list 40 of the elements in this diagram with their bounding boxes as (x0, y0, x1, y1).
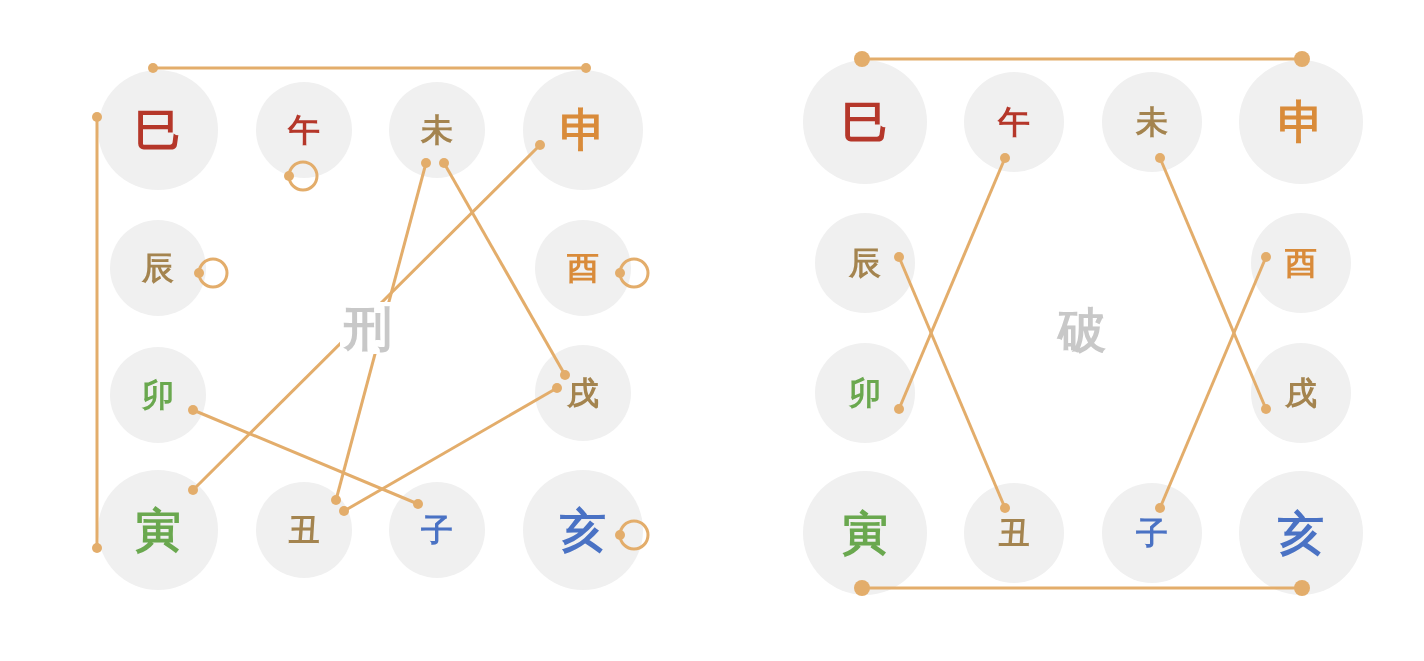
branch-character: 丑 (998, 517, 1030, 549)
branch-character: 未 (421, 114, 453, 146)
branch-character: 午 (288, 114, 320, 146)
connector-line (1155, 252, 1271, 513)
branch-character: 亥 (560, 507, 606, 553)
branch-character: 未 (1136, 106, 1168, 138)
branch-character: 戌 (1285, 377, 1317, 409)
branch-character: 寅 (842, 510, 888, 556)
self-loop-connector (615, 257, 650, 289)
branch-character: 寅 (135, 507, 181, 553)
connector-line (854, 580, 1310, 596)
connector-line (854, 51, 1310, 67)
connector-line (188, 140, 545, 495)
branch-character: 戌 (567, 377, 599, 409)
branch-character: 丑 (288, 514, 320, 546)
branch-character: 辰 (849, 247, 881, 279)
connector-line (439, 158, 570, 380)
connector-line (894, 252, 1010, 513)
connector-line (894, 153, 1010, 414)
branch-character: 子 (1136, 517, 1168, 549)
branch-character: 巳 (842, 99, 888, 145)
connector-line (1155, 153, 1271, 414)
connector-line (339, 383, 562, 516)
branch-character: 亥 (1278, 510, 1324, 556)
branch-character: 子 (421, 514, 453, 546)
branch-character: 午 (998, 106, 1030, 138)
branch-character: 辰 (142, 252, 174, 284)
connector-line (188, 405, 423, 509)
branch-character: 卯 (849, 377, 881, 409)
branch-character: 巳 (135, 107, 181, 153)
branch-character: 申 (1278, 99, 1324, 145)
branch-character: 申 (560, 107, 606, 153)
self-loop-connector (194, 257, 229, 289)
connector-line (148, 63, 591, 73)
branch-character: 酉 (567, 252, 599, 284)
self-loop-connector (615, 519, 650, 551)
branch-character: 酉 (1285, 247, 1317, 279)
connector-line (92, 112, 102, 553)
self-loop-connector (284, 160, 319, 192)
branch-character: 卯 (142, 379, 174, 411)
